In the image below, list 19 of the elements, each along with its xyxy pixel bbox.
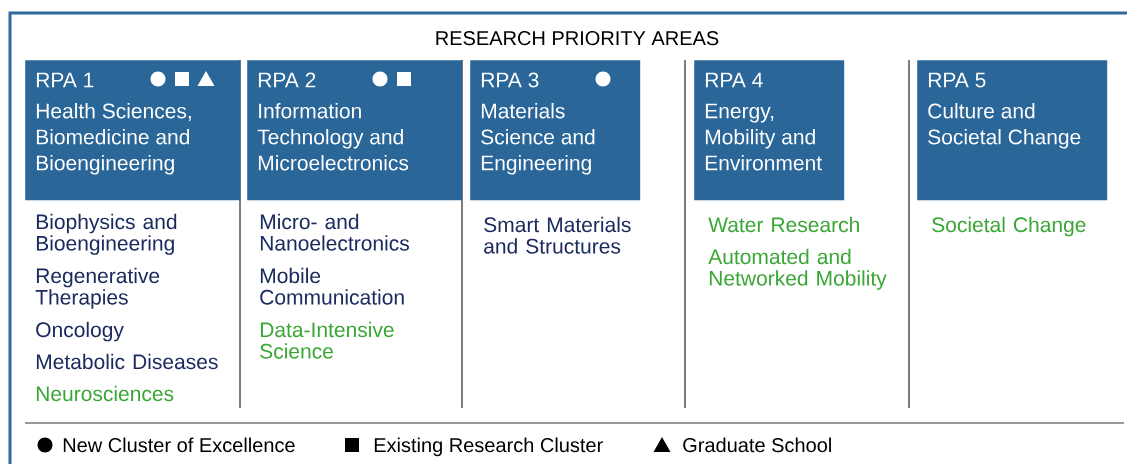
area-box: RPA 4 Energy, Mobility and Environment xyxy=(694,60,845,201)
topic-label: Mobile Communication xyxy=(260,267,404,305)
topic-label: Micro- and Nanoelectronics xyxy=(260,213,409,251)
topic-label: Water Research xyxy=(708,216,859,233)
area-box: RPA 1 Health Sciences, Biomedicine and Bioengineering xyxy=(25,60,241,201)
topic-label: Automated and Networked Mobility xyxy=(708,248,887,290)
legend-text: Graduate School xyxy=(683,437,831,453)
topic-label: Oncology xyxy=(36,321,124,342)
topic-label: Data-Intensive Science xyxy=(260,321,394,359)
legend-text: Existing Research Cluster xyxy=(374,437,603,457)
topic-label: Smart Materials and Structures xyxy=(484,216,631,254)
legend-text: New Cluster of Excellence xyxy=(63,437,295,453)
title: RESEARCH PRIORITY AREAS xyxy=(436,31,719,46)
area-box: RPA 3 Materials Science and Engineering xyxy=(470,60,641,201)
topic-label: Metabolic Diseases xyxy=(36,353,218,370)
area-box: RPA 5 Culture and Societal Change xyxy=(917,60,1108,201)
topic-label: Neurosciences xyxy=(36,385,174,402)
topic-label: Regenerative Therapies xyxy=(35,267,160,309)
area-box: RPA 2 Information Technology and Microelectronics xyxy=(247,60,463,201)
